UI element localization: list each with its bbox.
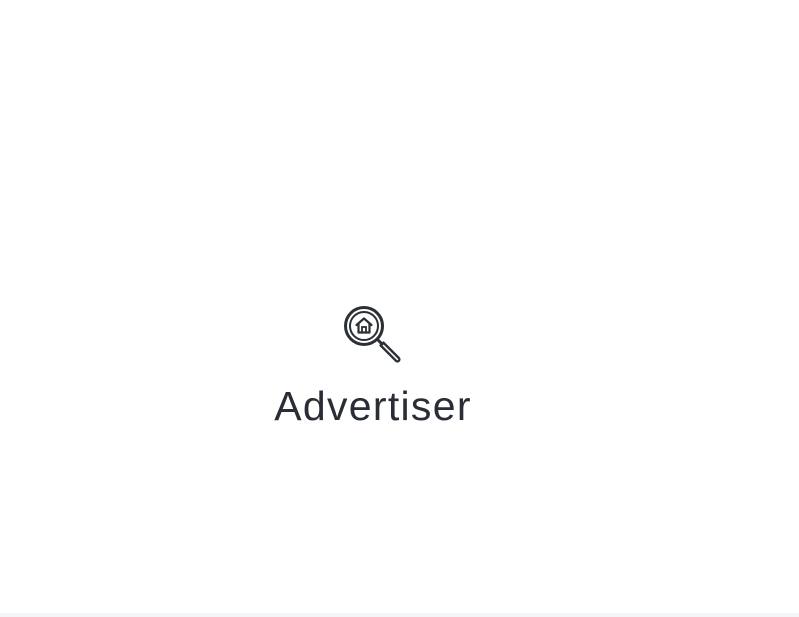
advertiser-option[interactable]: Advertiser	[262, 306, 484, 427]
search-home-icon	[344, 306, 406, 368]
bottom-divider	[0, 613, 799, 617]
option-label: Advertiser	[274, 383, 472, 429]
